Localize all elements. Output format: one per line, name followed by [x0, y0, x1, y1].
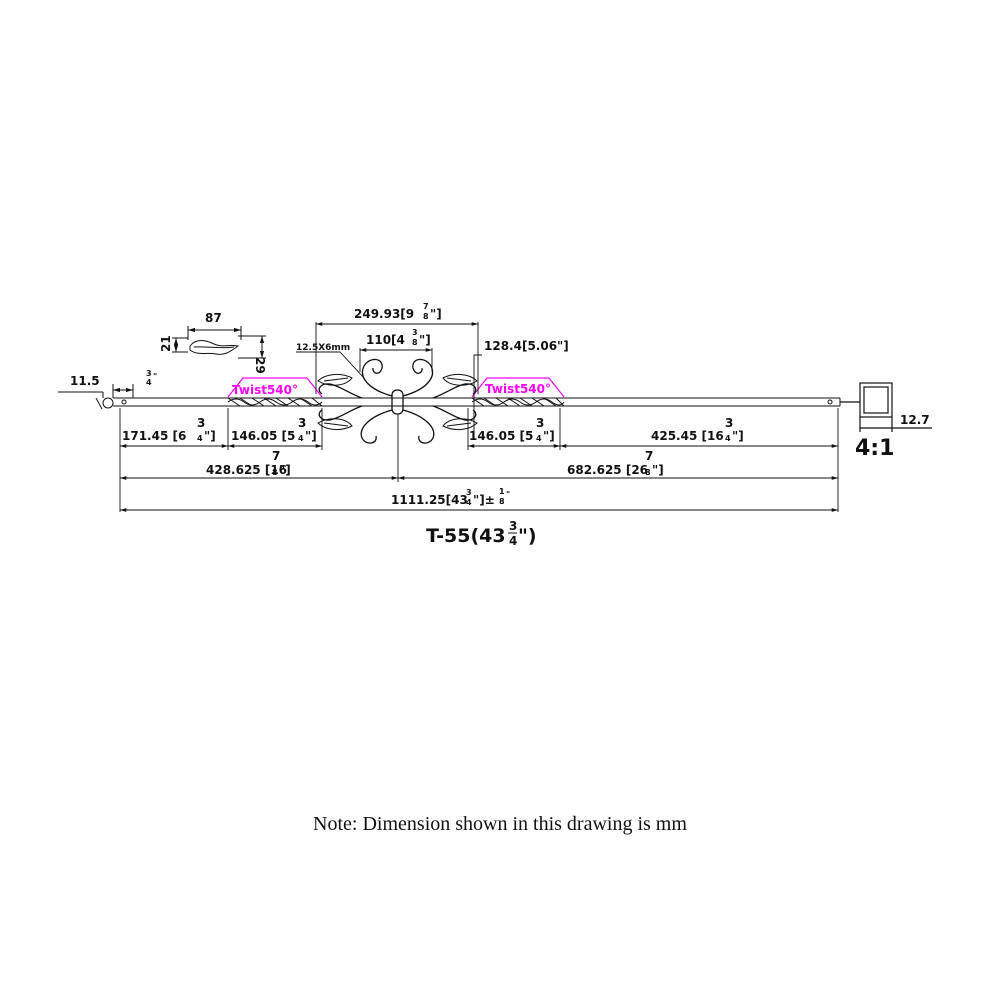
leaf-ornaments	[317, 373, 478, 431]
svg-text:8: 8	[423, 312, 429, 321]
svg-text:": "	[153, 372, 157, 381]
svg-text:8: 8	[645, 468, 651, 477]
svg-text:4: 4	[146, 378, 152, 387]
dim-right-total: 682.625 [26 7 8 "]	[567, 449, 664, 477]
svg-text:7: 7	[645, 449, 653, 463]
svg-text:3: 3	[536, 416, 544, 430]
twist-bracket-left	[227, 377, 323, 398]
svg-text:"]: "]	[419, 333, 431, 347]
twist-left	[227, 397, 323, 407]
dim-seg4: 425.45 [16 3 4 "]	[651, 416, 744, 443]
svg-text:4: 4	[298, 434, 304, 443]
dim-leaf-width: 87	[205, 311, 222, 325]
svg-text:"]±: "]±	[473, 493, 495, 507]
drawing-note: Note: Dimension shown in this drawing is…	[313, 813, 687, 835]
svg-text:"]: "]	[430, 307, 442, 321]
leaf-detail	[172, 326, 266, 359]
svg-text:4: 4	[536, 434, 542, 443]
svg-text:4: 4	[725, 434, 731, 443]
main-bar	[113, 397, 841, 407]
svg-text:146.05 [5: 146.05 [5	[231, 429, 295, 443]
svg-text:4: 4	[509, 534, 517, 548]
twist-label-right: Twist540°	[485, 382, 551, 396]
svg-text:"]: "]	[204, 429, 216, 443]
svg-text:"]: "]	[305, 429, 317, 443]
dim-scroll-height: 128.4[5.06"]	[484, 339, 569, 353]
svg-text:4: 4	[197, 434, 203, 443]
svg-text:4: 4	[466, 498, 472, 507]
svg-text:"]: "]	[279, 463, 291, 477]
svg-text:"]: "]	[732, 429, 744, 443]
center-scroll-ornament	[318, 358, 477, 444]
dim-seg3: 146.05 [5 3 4 "]	[469, 416, 555, 443]
svg-text:3: 3	[197, 416, 205, 430]
twist-label-left: Twist540°	[232, 383, 298, 397]
svg-text:3: 3	[298, 416, 306, 430]
tube-section	[840, 382, 932, 432]
svg-text:8: 8	[499, 497, 505, 506]
dim-leaf-height-b: 29	[253, 357, 267, 374]
svg-text:"]: "]	[652, 463, 664, 477]
dim-leaf-height-a: 21	[159, 335, 173, 352]
svg-text:146.05 [5: 146.05 [5	[469, 429, 533, 443]
dim-seg2: 146.05 [5 3 4 "]	[231, 416, 317, 443]
dim-end-offset: 11.5	[70, 374, 100, 388]
svg-text:7: 7	[272, 449, 280, 463]
svg-text:171.45 [6: 171.45 [6	[122, 429, 186, 443]
svg-text:3: 3	[412, 328, 418, 337]
dim-left-total: 428.625 [16 7 8 "]	[206, 449, 291, 477]
svg-text:425.45 [16: 425.45 [16	[651, 429, 724, 443]
dim-scroll-span: 249.93[9 7 8 "]	[354, 302, 442, 321]
dim-tube-size: 12.7	[900, 413, 930, 427]
dim-overall: 1111.25[43 3 4 "]± 1 8 "	[391, 487, 510, 507]
svg-text:428.625 [16: 428.625 [16	[206, 463, 287, 477]
svg-text:": "	[506, 490, 510, 499]
twist-bracket-right	[471, 377, 565, 398]
svg-text:3: 3	[466, 488, 472, 497]
part-title: T-55(43 3 4 ")	[426, 519, 537, 548]
dim-end-hole: 3 4 "	[146, 369, 157, 387]
svg-text:1: 1	[499, 487, 505, 496]
svg-text:"]: "]	[543, 429, 555, 443]
svg-text:8: 8	[412, 338, 418, 347]
dimension-lines	[119, 322, 839, 512]
scale-label: 4:1	[855, 436, 894, 461]
svg-text:3: 3	[725, 416, 733, 430]
twist-right	[471, 397, 565, 407]
svg-text:"): ")	[518, 525, 537, 547]
svg-text:8: 8	[272, 468, 278, 477]
svg-text:682.625 [26: 682.625 [26	[567, 463, 648, 477]
svg-text:110[4: 110[4	[366, 333, 405, 347]
svg-text:3: 3	[509, 519, 517, 533]
svg-text:T-55(43: T-55(43	[426, 525, 506, 547]
svg-text:7: 7	[423, 302, 429, 311]
dim-bar-section: 12.5X6mm	[296, 343, 350, 353]
svg-text:249.93[9: 249.93[9	[354, 307, 414, 321]
svg-text:3: 3	[146, 369, 152, 378]
svg-text:1111.25[43: 1111.25[43	[391, 493, 468, 507]
end-hole-detail	[58, 384, 134, 410]
dim-collar-span: 110[4 3 8 "]	[366, 328, 431, 347]
dim-seg1: 171.45 [6 3 4 "]	[122, 416, 216, 443]
